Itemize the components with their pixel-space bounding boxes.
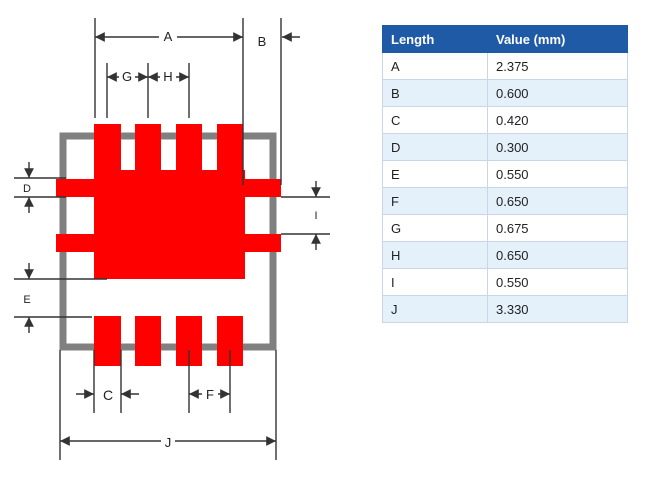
header-length: Length — [382, 25, 488, 53]
left-pad-2 — [56, 234, 101, 252]
bottom-pad-2 — [135, 316, 161, 366]
cell-value: 3.330 — [487, 295, 628, 323]
label-c: C — [103, 387, 113, 403]
top-pad-3 — [176, 124, 202, 174]
label-b: B — [258, 34, 267, 49]
label-a: A — [164, 29, 173, 44]
cell-length: J — [382, 295, 488, 323]
right-pad-2 — [238, 234, 281, 252]
cell-length: D — [382, 133, 488, 161]
header-value: Value (mm) — [487, 25, 628, 53]
cell-length: H — [382, 241, 488, 269]
cell-value: 0.420 — [487, 106, 628, 134]
label-i: I — [314, 210, 317, 222]
pads — [56, 124, 281, 366]
right-pad-1 — [238, 179, 281, 197]
top-pad-2 — [135, 124, 161, 174]
cell-length: G — [382, 214, 488, 242]
cell-value: 0.600 — [487, 79, 628, 107]
cell-length: C — [382, 106, 488, 134]
footprint-diagram: A B G H D E I C F J — [14, 18, 330, 460]
cell-value: 0.675 — [487, 214, 628, 242]
cell-length: E — [382, 160, 488, 188]
cell-value: 2.375 — [487, 52, 628, 80]
center-pad — [94, 170, 245, 279]
bottom-pad-1 — [94, 316, 121, 366]
left-pad-1 — [56, 179, 101, 197]
top-pad-4 — [217, 124, 243, 174]
cell-length: I — [382, 268, 488, 296]
cell-value: 0.550 — [487, 160, 628, 188]
label-h: H — [163, 69, 172, 84]
cell-length: F — [382, 187, 488, 215]
cell-value: 0.550 — [487, 268, 628, 296]
top-pad-1 — [94, 124, 121, 174]
cell-value: 0.650 — [487, 187, 628, 215]
cell-value: 0.300 — [487, 133, 628, 161]
label-d: D — [23, 183, 31, 195]
label-e: E — [23, 294, 30, 306]
cell-length: A — [382, 52, 488, 80]
cell-length: B — [382, 79, 488, 107]
label-g: G — [122, 69, 132, 84]
cell-value: 0.650 — [487, 241, 628, 269]
label-j: J — [165, 435, 172, 450]
label-f: F — [206, 387, 214, 402]
